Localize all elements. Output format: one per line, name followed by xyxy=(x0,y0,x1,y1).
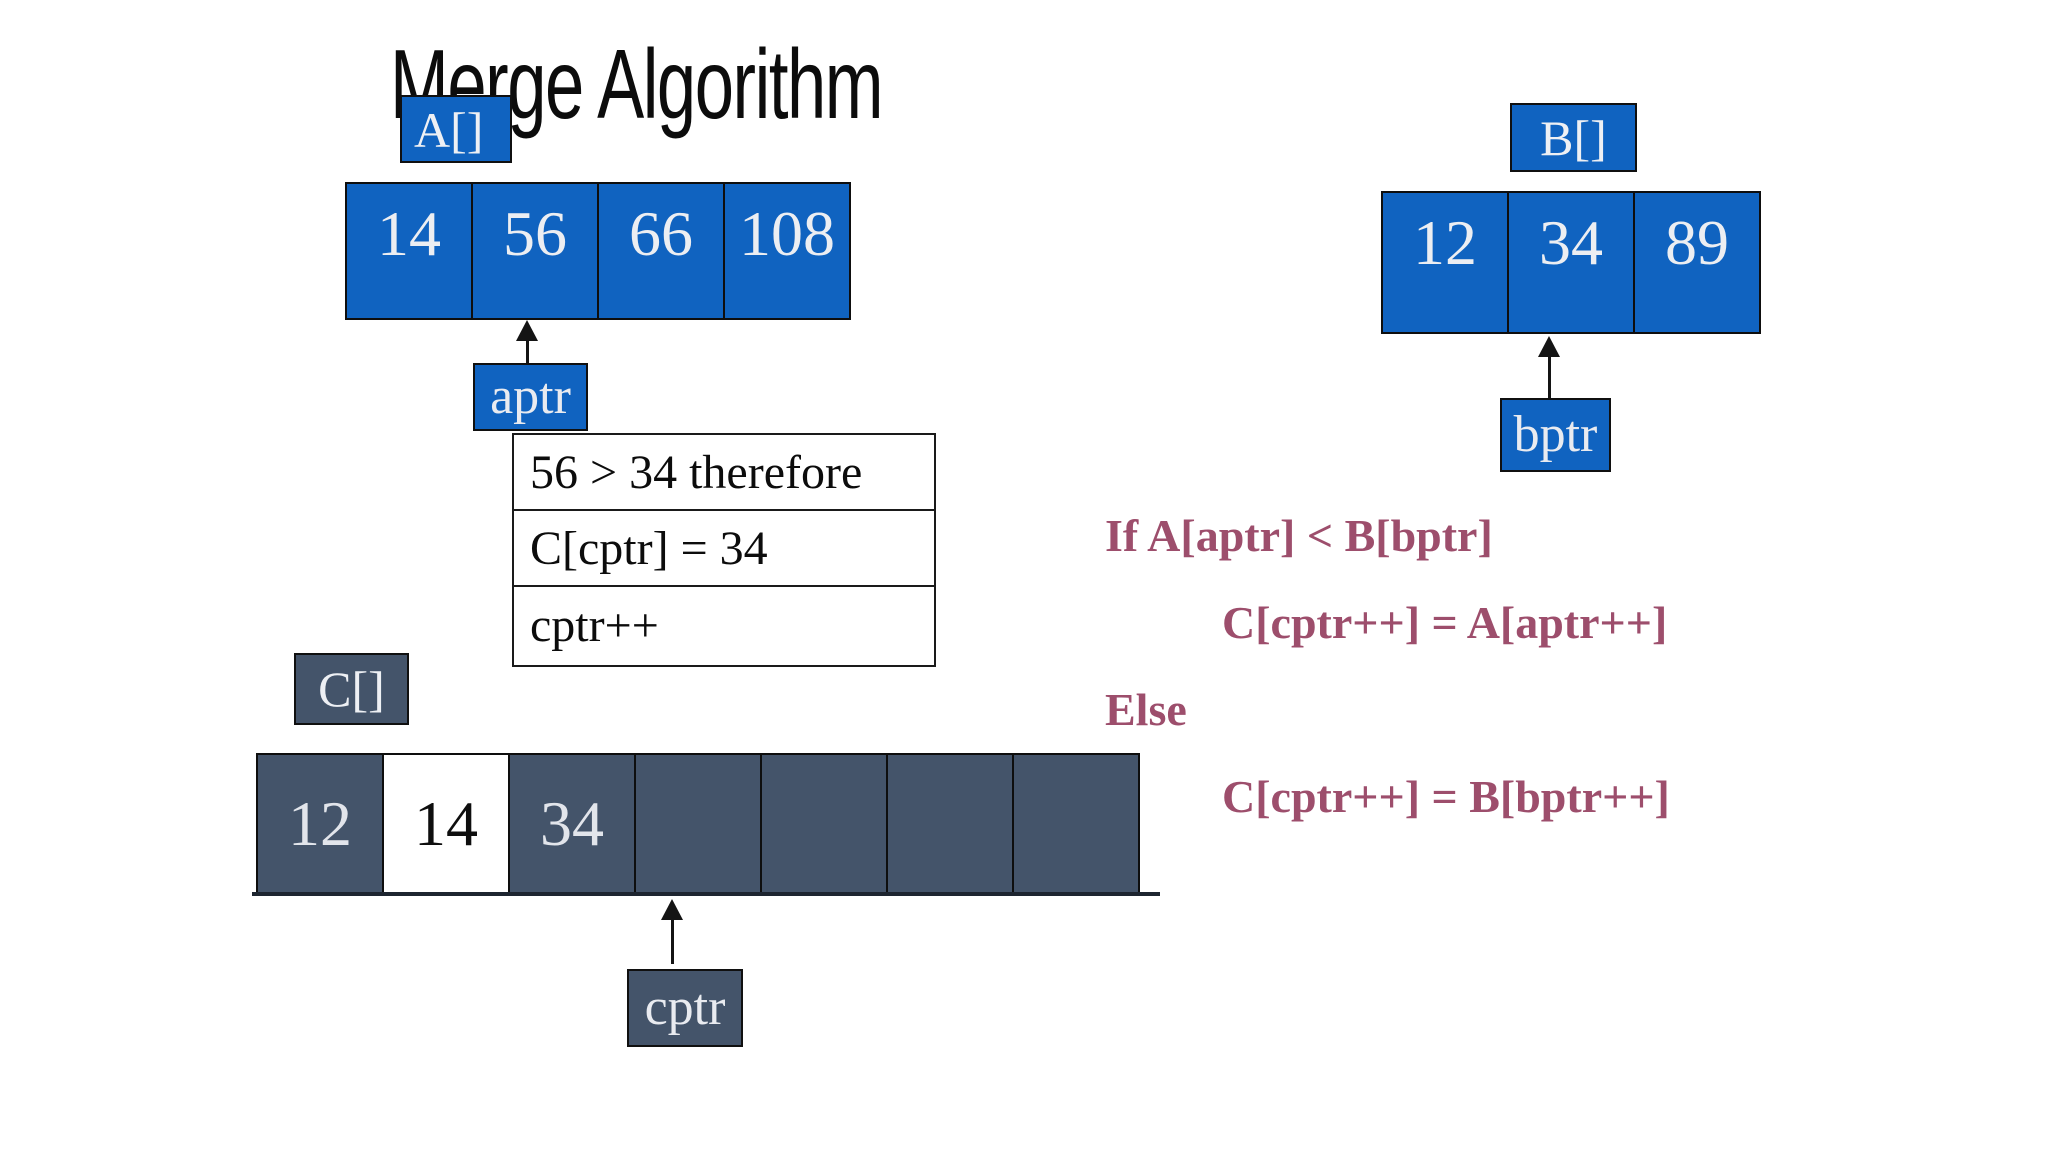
bptr-arrow-line xyxy=(1548,355,1551,399)
aptr-box: aptr xyxy=(473,363,588,431)
array-cell xyxy=(1012,753,1140,895)
cptr-arrow-line xyxy=(671,918,674,964)
array-cell: 34 xyxy=(508,753,636,895)
array-cell: 12 xyxy=(256,753,384,895)
note-line: cptr++ xyxy=(530,598,659,652)
array-cell: 108 xyxy=(723,182,851,320)
array-cell xyxy=(760,753,888,895)
bptr-box: bptr xyxy=(1500,398,1611,472)
pseudocode-line-else: Else xyxy=(1105,684,1187,735)
aptr-arrow-line xyxy=(526,339,529,365)
array-cell: 89 xyxy=(1633,191,1761,334)
array-c-label: C[] xyxy=(294,653,409,725)
aptr-arrow-head-icon xyxy=(516,320,538,341)
array-c-baseline xyxy=(252,892,1160,896)
pseudocode-line-then: C[cptr++] = A[aptr++] xyxy=(1222,597,1668,648)
array-cell: 34 xyxy=(1507,191,1635,334)
array-cell: 12 xyxy=(1381,191,1509,334)
cptr-arrow-head-icon xyxy=(661,899,683,920)
note-line: C[cptr] = 34 xyxy=(514,511,934,587)
array-cell xyxy=(886,753,1014,895)
array-cell: 14 xyxy=(382,753,510,895)
note-box: 56 > 34 therefore C[cptr] = 34 cptr++ xyxy=(512,433,936,667)
pseudocode-line-if: If A[aptr] < B[bptr] xyxy=(1105,510,1493,561)
array-cell: 56 xyxy=(471,182,599,320)
cptr-box: cptr xyxy=(627,969,743,1047)
array-a-label: A[] xyxy=(400,95,512,163)
array-cell: 14 xyxy=(345,182,473,320)
bptr-arrow-head-icon xyxy=(1538,336,1560,357)
pseudocode-line-else-body: C[cptr++] = B[bptr++] xyxy=(1222,771,1670,822)
array-cell: 66 xyxy=(597,182,725,320)
note-line: 56 > 34 therefore xyxy=(514,435,934,511)
array-cell xyxy=(634,753,762,895)
array-b-label: B[] xyxy=(1510,103,1637,172)
